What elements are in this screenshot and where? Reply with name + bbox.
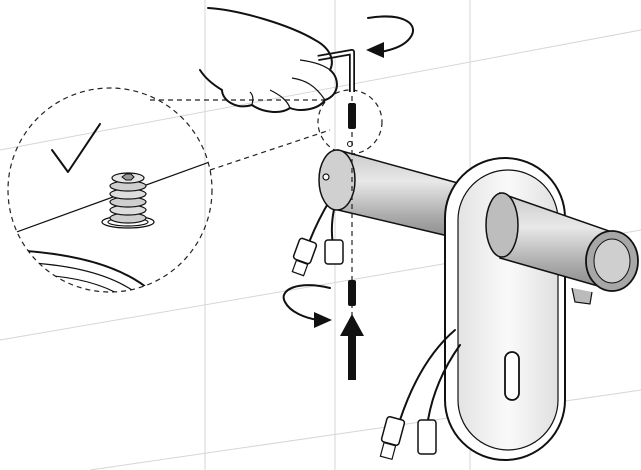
- hex-key-tool: [317, 49, 355, 92]
- sensor-window: [504, 351, 520, 401]
- arrow-up-icon: [340, 314, 364, 380]
- faucet-spout-outlet: [485, 191, 639, 305]
- faucet-spout-body: [318, 141, 466, 241]
- sensor-cables-bottom: [379, 329, 461, 461]
- rotate-counterclockwise-arrow-icon: [282, 284, 332, 328]
- hand-illustration: [199, 7, 338, 113]
- grub-screw-parts: [348, 103, 356, 306]
- detail-zoom-circle: [7, 87, 213, 293]
- zoom-leader-lines: [150, 89, 383, 171]
- rotate-clockwise-arrow-icon: [366, 15, 414, 58]
- grub-screw: [109, 172, 147, 224]
- check-mark-icon: [51, 123, 101, 173]
